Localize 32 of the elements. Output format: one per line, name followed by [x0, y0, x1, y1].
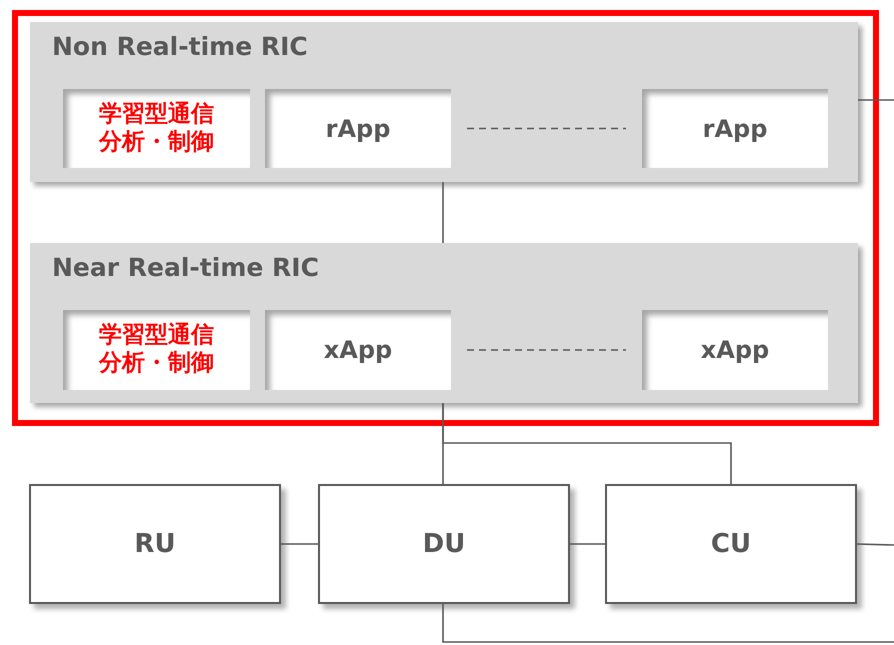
connector-line: [442, 403, 732, 484]
app-box: [265, 310, 451, 390]
box-label: RU: [134, 529, 176, 559]
connector-line: [281, 543, 318, 545]
panel-title: Non Real-time RIC: [52, 32, 308, 61]
app-box: [642, 89, 828, 168]
unit-box: [29, 484, 281, 604]
connector-line: [442, 182, 444, 243]
unit-box: [318, 484, 570, 604]
box-label: rApp: [326, 114, 390, 142]
box-label: 学習型通信分析・制御: [98, 100, 215, 156]
connector-line: [858, 99, 894, 101]
box-label: rApp: [702, 114, 768, 142]
panel-title: Near Real-time RIC: [52, 253, 319, 282]
ric-panel: [30, 22, 858, 182]
box-label: DU: [422, 529, 466, 559]
module-box: [63, 310, 250, 390]
app-box: [265, 89, 451, 168]
box-label: xApp: [700, 336, 770, 364]
box-label: CU: [710, 529, 752, 559]
connector-line: [570, 543, 605, 545]
connector-line: [442, 604, 894, 643]
dashed-connector: [467, 128, 626, 130]
box-label: xApp: [324, 336, 392, 364]
connector-line: [856, 543, 894, 546]
module-box: [63, 89, 250, 168]
ric-panel: [30, 243, 858, 403]
box-label: 学習型通信分析・制御: [98, 322, 215, 378]
app-box: [642, 310, 828, 390]
dashed-connector: [467, 349, 626, 351]
frame-box: [12, 10, 879, 426]
unit-box: [605, 484, 857, 604]
